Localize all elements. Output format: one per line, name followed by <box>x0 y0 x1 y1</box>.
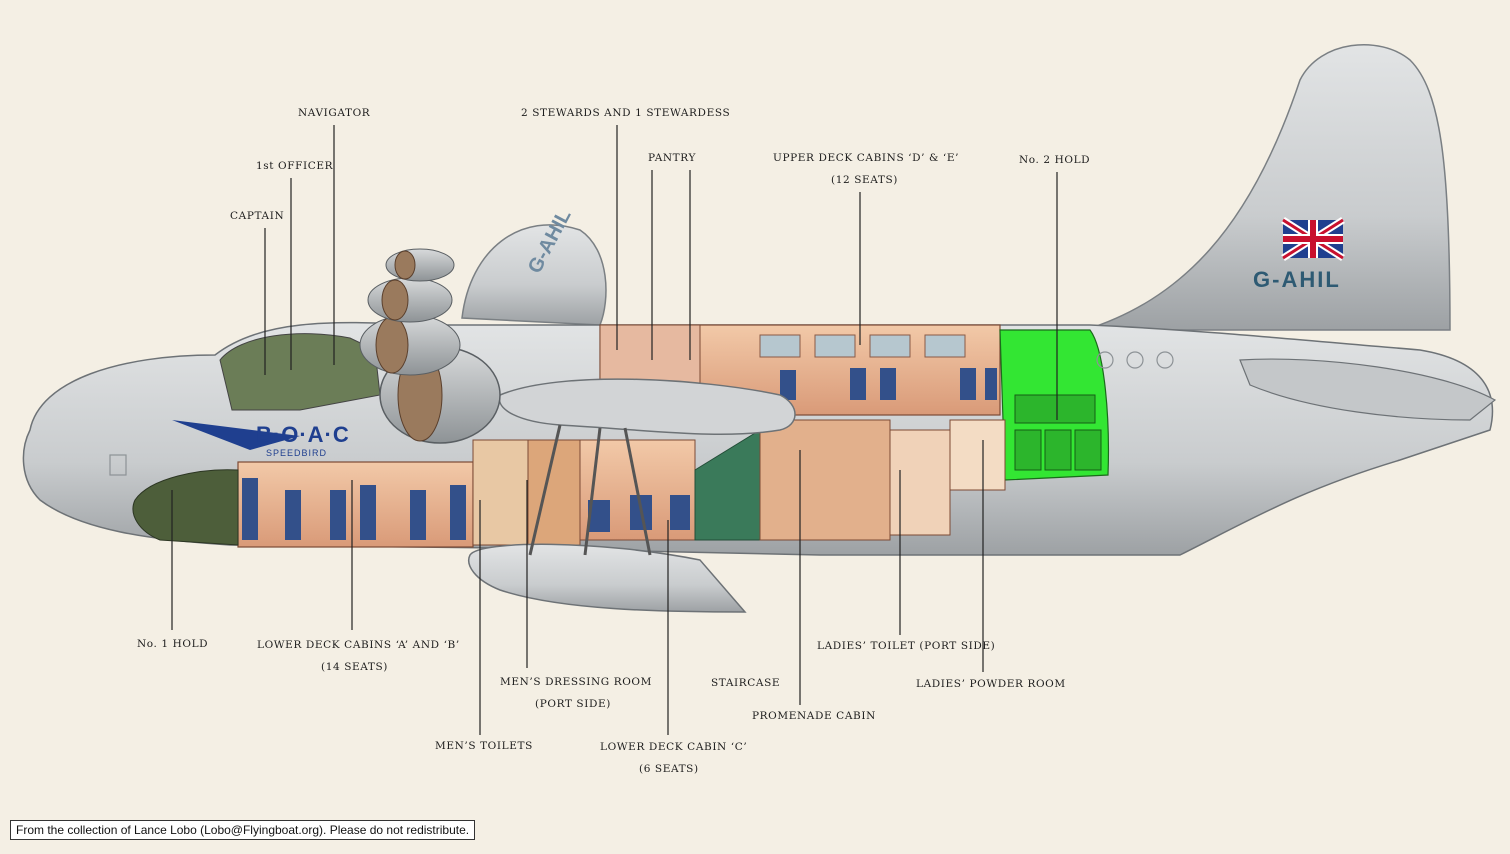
tail-fin <box>1084 43 1451 331</box>
label-navigator: NAVIGATOR <box>298 107 371 119</box>
upper-deck-windows <box>759 334 966 358</box>
label-pantry: PANTRY <box>648 152 696 164</box>
label-hold-2: No. 2 HOLD <box>1019 154 1091 166</box>
label-mens-dressing-side: (PORT SIDE) <box>535 698 611 710</box>
svg-text:B·O·A·C: B·O·A·C <box>256 422 350 447</box>
svg-text:SPEEDBIRD: SPEEDBIRD <box>266 448 327 458</box>
label-hold-1: No. 1 HOLD <box>137 638 209 650</box>
hold-2-crates <box>1014 394 1102 471</box>
label-mens-toilets: MEN’S TOILETS <box>435 740 533 752</box>
union-flag-icon <box>1281 217 1345 261</box>
label-lower-deck-ab-seats: (14 SEATS) <box>321 661 388 673</box>
upper-deck-seats <box>780 368 997 400</box>
upper-wing <box>461 224 607 326</box>
ladies-powder-room <box>949 419 1006 491</box>
label-ladies-toilet: LADIES’ TOILET (PORT SIDE) <box>817 640 996 652</box>
engines <box>359 248 501 444</box>
boac-speedbird-logo: B·O·A·C SPEEDBIRD <box>172 420 350 458</box>
label-mens-dressing-room: MEN’S DRESSING ROOM <box>500 676 652 688</box>
tail-registration: G-AHIL <box>1253 267 1341 292</box>
mens-toilets-room <box>472 439 529 546</box>
collection-credit: From the collection of Lance Lobo (Lobo@… <box>10 820 476 840</box>
label-staircase: STAIRCASE <box>711 677 781 689</box>
label-lower-deck-cabin-c: LOWER DECK CABIN ‘C’ <box>600 741 748 753</box>
label-promenade-cabin: PROMENADE CABIN <box>752 710 876 722</box>
hold-1 <box>132 469 239 546</box>
lower-deck-ab-seats <box>242 478 466 540</box>
leader-lines <box>171 125 1058 735</box>
promenade-cabin <box>759 419 891 541</box>
label-ladies-powder-room: LADIES’ POWDER ROOM <box>916 678 1066 690</box>
label-lower-deck-c-seats: (6 SEATS) <box>639 763 699 775</box>
label-upper-deck-cabins: UPPER DECK CABINS ‘D’ & ‘E’ <box>773 152 960 164</box>
lower-deck-cabins-ab <box>237 461 474 548</box>
main-wing <box>498 378 796 436</box>
wingtip-float <box>468 543 747 613</box>
label-captain: CAPTAIN <box>230 210 285 222</box>
ladies-toilet-room <box>889 429 951 536</box>
label-lower-deck-cabins-ab: LOWER DECK CABINS ‘A’ AND ‘B’ <box>257 639 460 651</box>
label-1st-officer: 1st OFFICER <box>256 160 334 172</box>
cockpit <box>219 333 381 411</box>
hull-portholes <box>109 351 1174 476</box>
float-struts <box>528 424 652 556</box>
label-upper-deck-seats: (12 SEATS) <box>831 174 898 186</box>
label-stewards: 2 STEWARDS AND 1 STEWARDESS <box>521 107 731 119</box>
tailplane <box>1239 358 1497 421</box>
